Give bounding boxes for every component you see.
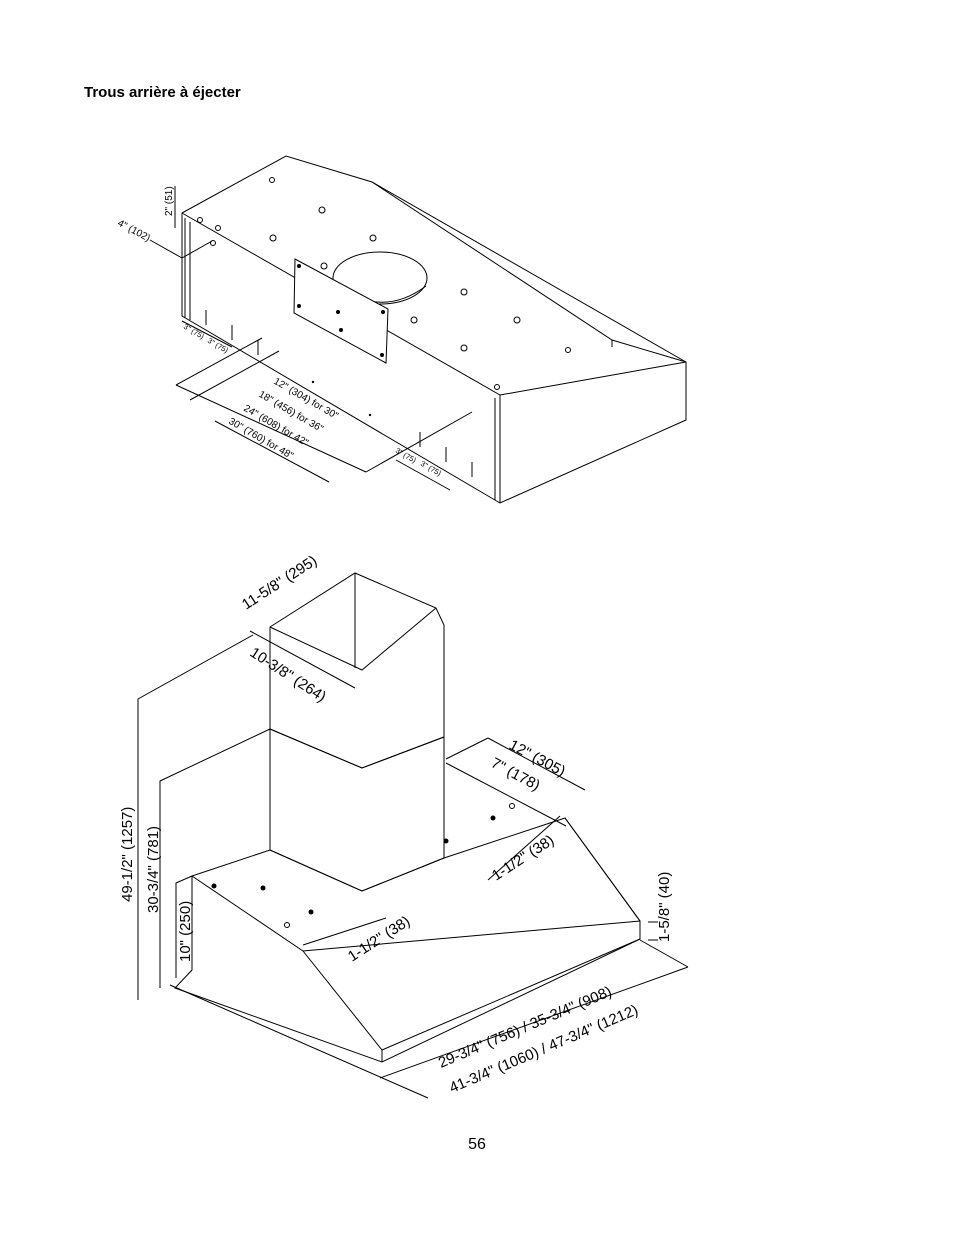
hood-holes bbox=[211, 803, 515, 928]
section-heading: Trous arrière à éjecter bbox=[84, 84, 241, 101]
damper-plate bbox=[293, 258, 389, 364]
page-number: 56 bbox=[468, 1136, 486, 1153]
dim-left-1-label: 3" (75) bbox=[182, 322, 206, 341]
wall-outline-mid bbox=[159, 728, 271, 988]
dim-side-label: 4" (102) bbox=[116, 218, 152, 244]
bottom-hood-drawing: 11-5/8" (295) 10-3/8" (264) 49-1/2" (125… bbox=[119, 552, 689, 1099]
hood-body bbox=[174, 817, 641, 1063]
chimney-lower bbox=[269, 729, 445, 892]
height-10-label: 10" (250) bbox=[177, 901, 194, 962]
chimney-depth-label: 10-3/8" (264) bbox=[247, 644, 329, 706]
top-hood-drawing: 2" (51) 4" (102) 3" (75) 3" (75) 3" (75)… bbox=[116, 155, 687, 504]
duct-opening bbox=[332, 251, 428, 305]
top-dimension-lines bbox=[149, 186, 473, 491]
dim-left-2-label: 3" (75) bbox=[206, 336, 230, 355]
chimney-width-label: 11-5/8" (295) bbox=[239, 552, 320, 613]
total-height-label: 49-1/2" (1257) bbox=[119, 807, 136, 902]
wall-outline-low bbox=[175, 875, 193, 978]
dim-height-label: 2" (51) bbox=[164, 186, 175, 216]
wall-outline-tall bbox=[137, 634, 254, 1000]
bottom-dimension-lines bbox=[169, 630, 689, 1099]
top-edge-front bbox=[181, 212, 687, 396]
hood-outline bbox=[181, 155, 687, 504]
front-height-label: 1-5/8" (40) bbox=[656, 872, 673, 942]
height-30-label: 30-3/4" (781) bbox=[145, 826, 162, 913]
knockout-holes bbox=[197, 177, 571, 390]
